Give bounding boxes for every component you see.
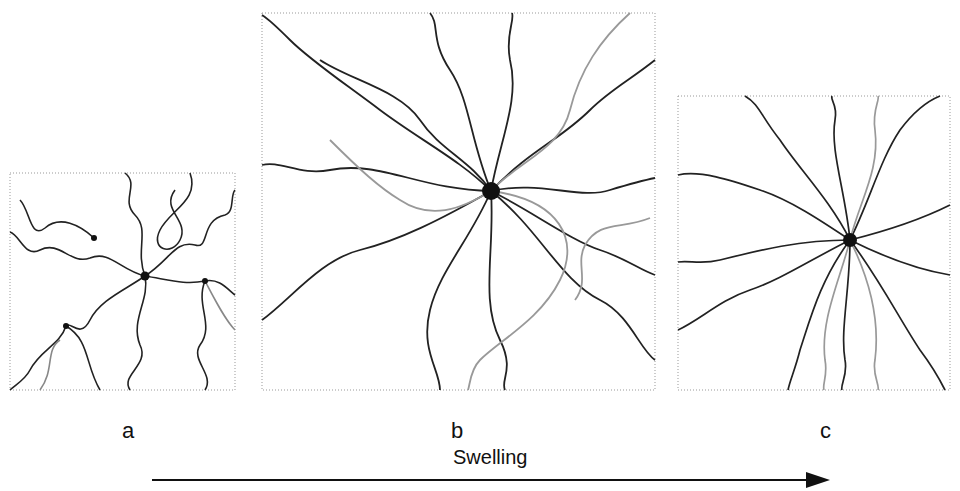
swelling-arrow bbox=[152, 472, 830, 488]
grey-chain-a bbox=[40, 281, 235, 390]
crosslinks-a bbox=[63, 235, 208, 329]
grey-chains-c bbox=[824, 96, 879, 390]
grey-chains-b bbox=[330, 13, 650, 390]
panel-letter: a bbox=[122, 420, 134, 442]
panel-letter: c bbox=[820, 420, 831, 442]
chains-c bbox=[678, 96, 950, 390]
panel-letter: b bbox=[451, 420, 463, 442]
crosslink-b bbox=[482, 182, 500, 200]
panel-frames bbox=[10, 13, 950, 390]
chains-a bbox=[10, 173, 235, 390]
process-label: Swelling bbox=[453, 447, 527, 467]
crosslink-c bbox=[843, 233, 857, 247]
chains-b bbox=[262, 13, 655, 390]
